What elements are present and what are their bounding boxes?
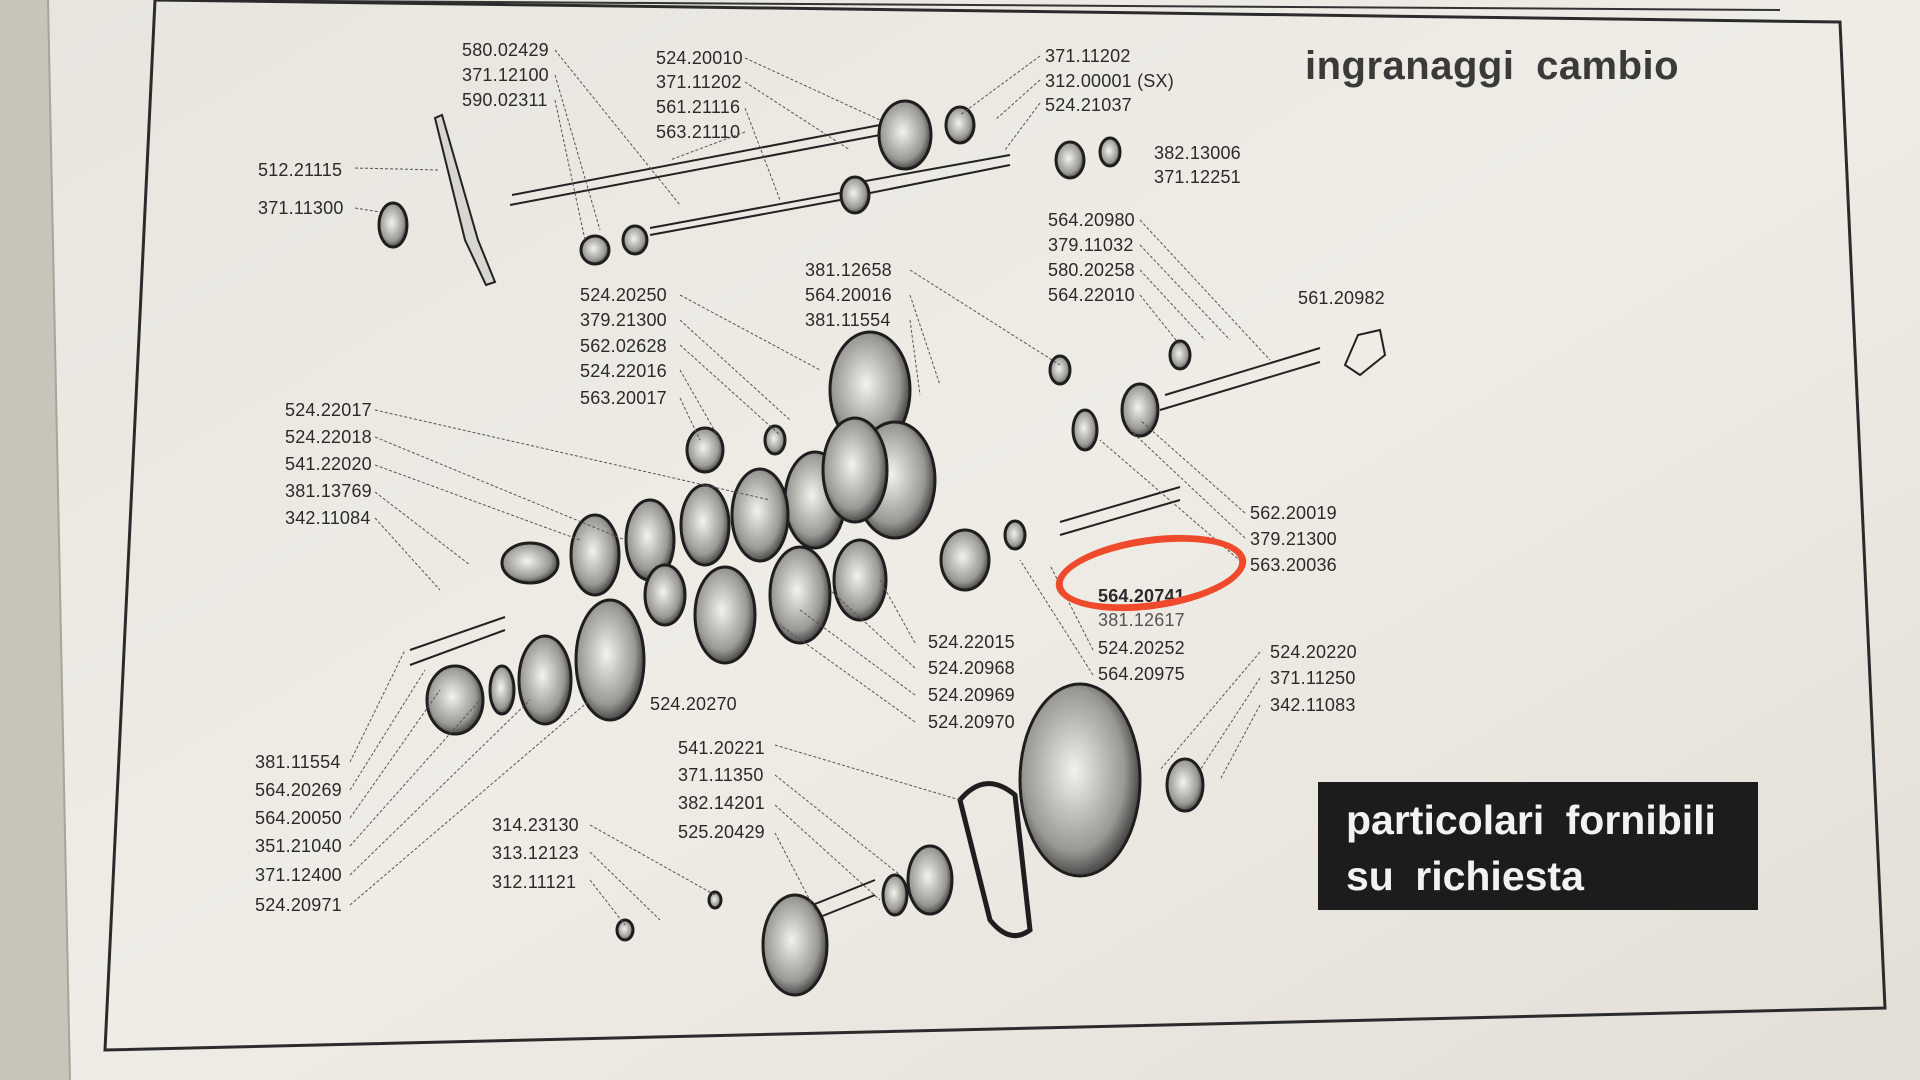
part-label: 524.22017: [285, 400, 372, 420]
part-label: 561.20982: [1298, 288, 1385, 308]
part-label: 525.20429: [678, 822, 765, 842]
part-label: 314.23130: [492, 815, 579, 835]
part-label: 382.14201: [678, 793, 765, 813]
part-label: 379.21300: [1250, 529, 1337, 549]
part-label: 342.11083: [1270, 695, 1356, 715]
part-label: 382.13006: [1154, 143, 1241, 163]
part-label: 564.22010: [1048, 285, 1135, 305]
part-label: 524.20220: [1270, 642, 1357, 662]
part-label: 564.20269: [255, 780, 342, 800]
part-label: 381.13769: [285, 481, 372, 501]
part-label: 524.20970: [928, 712, 1015, 732]
notice-line-1: particolari fornibili: [1346, 797, 1716, 843]
part-label: 561.21116: [656, 97, 741, 117]
part-label: 312.11121: [492, 872, 577, 892]
part-label: 351.21040: [255, 836, 342, 856]
part-label: 371.11300: [258, 198, 344, 218]
part-label: 541.20221: [678, 738, 765, 758]
part-label: 512.21115: [258, 160, 343, 180]
part-label: 313.12123: [492, 843, 579, 863]
part-label: 371.12100: [462, 65, 549, 85]
part-label: 524.20010: [656, 48, 743, 68]
part-label: 524.20250: [580, 285, 667, 305]
part-label: 342.11084: [285, 508, 371, 528]
highlighted-part-label: 564.20741: [1098, 586, 1185, 606]
part-label: 563.20036: [1250, 555, 1337, 575]
part-label: 312.00001 (SX): [1045, 71, 1174, 91]
part-label: 564.20975: [1098, 664, 1185, 684]
part-label: 371.12400: [255, 865, 342, 885]
part-label: 524.20252: [1098, 638, 1185, 658]
part-label: 564.20050: [255, 808, 342, 828]
part-label: 379.11032: [1048, 235, 1134, 255]
part-label: 524.22016: [580, 361, 667, 381]
part-label: 371.11202: [656, 72, 742, 92]
part-label: 590.02311: [462, 90, 548, 110]
part-label: 381.11554: [255, 752, 341, 772]
part-label: 580.02429: [462, 40, 549, 60]
part-label: 381.11554: [805, 310, 891, 330]
part-label: 524.22018: [285, 427, 372, 447]
part-label: 371.12251: [1154, 167, 1241, 187]
part-label: 371.11202: [1045, 46, 1131, 66]
part-label: 524.20270: [650, 694, 737, 714]
part-label: 564.20016: [805, 285, 892, 305]
part-label: 381.12658: [805, 260, 892, 280]
part-label: 371.11250: [1270, 668, 1356, 688]
notice-line-2: su richiesta: [1346, 853, 1584, 899]
part-label: 562.02628: [580, 336, 667, 356]
part-label: 562.20019: [1250, 503, 1337, 523]
part-label: 524.20968: [928, 658, 1015, 678]
part-label: 564.20980: [1048, 210, 1135, 230]
part-label: 563.21110: [656, 122, 741, 142]
part-label: 379.21300: [580, 310, 667, 330]
part-label: 524.20969: [928, 685, 1015, 705]
part-label: 371.11350: [678, 765, 764, 785]
part-label: 580.20258: [1048, 260, 1135, 280]
part-label: 524.20971: [255, 895, 342, 915]
part-label: 524.21037: [1045, 95, 1132, 115]
part-label: 381.12617: [1098, 610, 1185, 630]
part-label: 541.22020: [285, 454, 372, 474]
part-label: 563.20017: [580, 388, 667, 408]
page-title: ingranaggi cambio: [1305, 44, 1680, 88]
part-label: 524.22015: [928, 632, 1015, 652]
notice-box: particolari fornibili su richiesta: [1318, 782, 1758, 910]
